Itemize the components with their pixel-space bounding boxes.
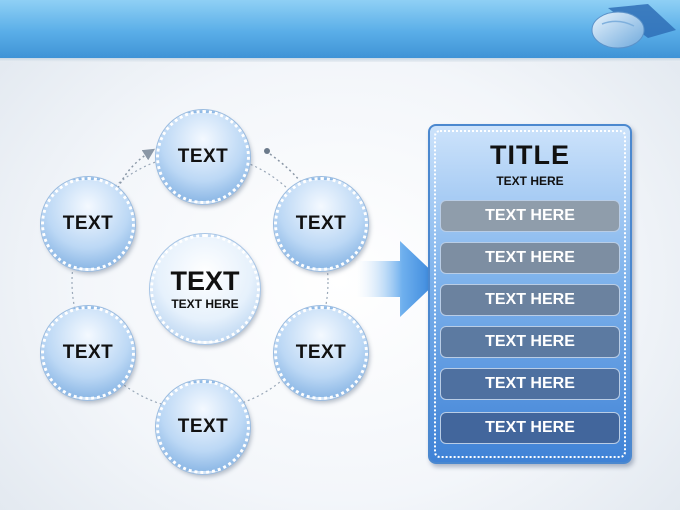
cycle-center-node: TEXT TEXT HERE [149,233,261,345]
cycle-node-bottom: TEXT [155,379,251,475]
panel-item: TEXT HERE [440,200,620,232]
cycle-node-top: TEXT [155,109,251,205]
node-label: TEXT [295,213,347,234]
panel-border [434,130,626,458]
panel-title: TITLE [490,140,570,170]
node-label: TEXT [177,146,229,167]
cycle-node-upper-right: TEXT [273,176,369,272]
node-label: TEXT [295,342,347,363]
cycle-node-lower-right: TEXT [273,305,369,401]
node-label: TEXT [62,342,114,363]
panel-subtitle: TEXT HERE [496,174,564,188]
panel-item: TEXT HERE [440,412,620,444]
panel-item: TEXT HERE [440,284,620,316]
title-panel: TITLE TEXT HERE TEXT HERE TEXT HERE TEXT… [428,124,632,464]
center-subtitle: TEXT HERE [171,296,239,311]
panel-item: TEXT HERE [440,326,620,358]
cycle-node-lower-left: TEXT [40,305,136,401]
banner-divider [0,58,680,62]
computer-mouse-icon [591,4,676,49]
node-label: TEXT [62,213,114,234]
panel-item: TEXT HERE [440,368,620,400]
cycle-node-upper-left: TEXT [40,176,136,272]
node-label: TEXT [177,416,229,437]
center-title: TEXT [170,265,240,296]
right-arrow-icon [356,241,440,317]
panel-item: TEXT HERE [440,242,620,274]
header-banner [0,0,680,58]
